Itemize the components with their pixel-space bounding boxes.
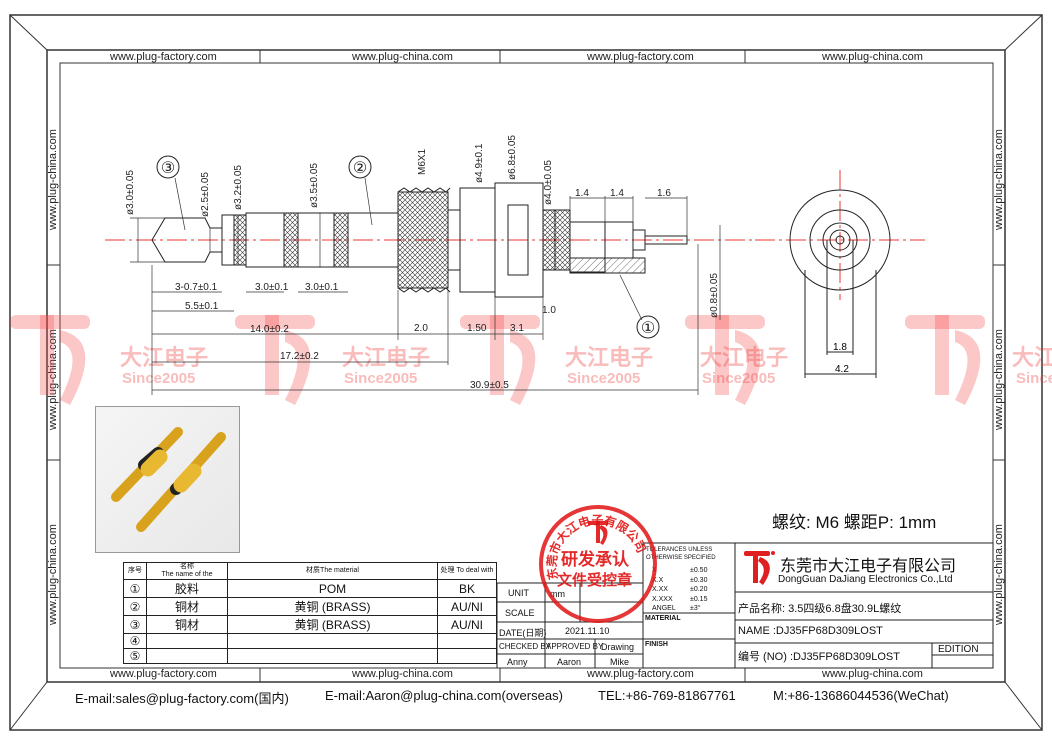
dim-label: 14.0±0.2 (250, 324, 289, 335)
date-label: DATE(日期) (499, 628, 547, 638)
checked-by-label: CHECKED BY (499, 642, 552, 651)
site-label: www.plug-china.com (822, 668, 923, 680)
callout: ② (353, 160, 367, 177)
drawing-label: Drawing (601, 642, 635, 652)
watermark-text: 大江电子 (700, 345, 789, 370)
part-name: NAME :DJ35FP68D309LOST (738, 625, 883, 637)
footer-email-cn: E-mail:sales@plug-factory.com(国内) (75, 691, 289, 706)
site-label: www.plug-china.com (352, 668, 453, 680)
dim-label: 1.0 (542, 305, 556, 316)
dim-label: 2.0 (414, 323, 428, 334)
watermark-text: 大江电子 (120, 345, 209, 370)
approved-by-label: APPROVED BY (546, 642, 604, 651)
dim-label: 1.6 (657, 188, 671, 199)
watermark-text: 大江电子 (565, 345, 654, 370)
checker-name: Anny (507, 657, 528, 667)
watermark-text: Since2005 (567, 370, 641, 387)
stamp-text: 文件受控章 (557, 572, 633, 589)
footer-email-overseas: E-mail:Aaron@plug-china.com(overseas) (325, 688, 563, 703)
dim-label: ø3.5±0.05 (309, 163, 320, 208)
site-label: www.plug-china.com (352, 51, 453, 63)
watermark-text: 大江电子 (342, 345, 431, 370)
finish-label: FINISH (645, 641, 668, 648)
site-label: www.plug-factory.com (587, 668, 694, 680)
dim-label: 3-0.7±0.1 (175, 282, 218, 293)
site-label: www.plug-china.com (822, 51, 923, 63)
footer-mobile: M:+86-13686044536(WeChat) (773, 688, 949, 703)
watermark-text: Since2005 (1016, 370, 1052, 387)
company-name-cn: 东莞市大江电子有限公司 (780, 558, 957, 575)
tolerance-list: X±0.50 X.X±0.30 X.XX±0.20 X.XXX±0.15 ANG… (652, 567, 708, 612)
product-photo (95, 406, 240, 553)
dim-label: ø3.0±0.05 (125, 170, 136, 215)
thread-note: 螺纹: M6 螺距P: 1mm (772, 513, 937, 532)
drawer-name: Mike (610, 657, 630, 667)
date-value: 2021.11.10 (565, 626, 610, 636)
unit-label: UNIT (508, 588, 529, 598)
dim-label: 3.0±0.1 (305, 282, 339, 293)
site-label: www.plug-factory.com (110, 51, 217, 63)
dim-label: 1.4 (610, 188, 624, 199)
dim-label: ø2.5±0.05 (200, 172, 211, 217)
dim-label: 3.0±0.1 (255, 282, 289, 293)
dim-label: ø3.2±0.05 (233, 165, 244, 210)
approval-stamp: 东莞市大江电子有限公司 研发承认 文件受控章 (539, 505, 657, 623)
dim-label: 5.5±0.1 (185, 301, 219, 312)
part-number: 编号 (NO) :DJ35FP68D309LOST (738, 651, 900, 663)
dim-label: ø6.8±0.05 (507, 135, 518, 180)
scale-label: SCALE (505, 608, 535, 618)
product-name: 产品名称: 3.5四级6.8盘30.9L螺纹 (738, 603, 902, 615)
callout: ③ (161, 160, 175, 177)
approver-name: Aaron (557, 657, 582, 667)
stamp-text: 研发承认 (561, 550, 629, 569)
watermark-text: Since2005 (344, 370, 418, 387)
dim-label: 1.4 (575, 188, 589, 199)
watermark-text: Since2005 (122, 370, 196, 387)
table-row: ⑤ (123, 648, 497, 664)
watermark-text: 大江电子 (1012, 345, 1052, 370)
dim-label: 3.1 (510, 323, 524, 334)
dim-label: 1.50 (467, 323, 487, 334)
watermark-text: Since2005 (702, 370, 776, 387)
dim-label: ø4.9±0.1 (474, 143, 485, 183)
company-logo (744, 551, 775, 585)
site-label: www.plug-factory.com (110, 668, 217, 680)
dim-label: M6X1 (417, 148, 428, 175)
material-label: MATERIAL (645, 615, 681, 622)
callout: ① (641, 320, 655, 337)
company-name-en: DongGuan DaJiang Electronics Co.,Ltd (778, 574, 953, 585)
dim-label: ø4.0±0.05 (543, 160, 554, 205)
dim-label: 1.8 (833, 342, 847, 353)
footer-tel: TEL:+86-769-81867761 (598, 688, 736, 703)
edition-label: EDITION (938, 644, 979, 655)
site-label: www.plug-factory.com (587, 51, 694, 63)
dim-label: 4.2 (835, 364, 849, 375)
dim-label: ø0.8±0.05 (709, 273, 720, 318)
dim-label: 30.9±0.5 (470, 380, 509, 391)
dim-label: 17.2±0.2 (280, 351, 319, 362)
